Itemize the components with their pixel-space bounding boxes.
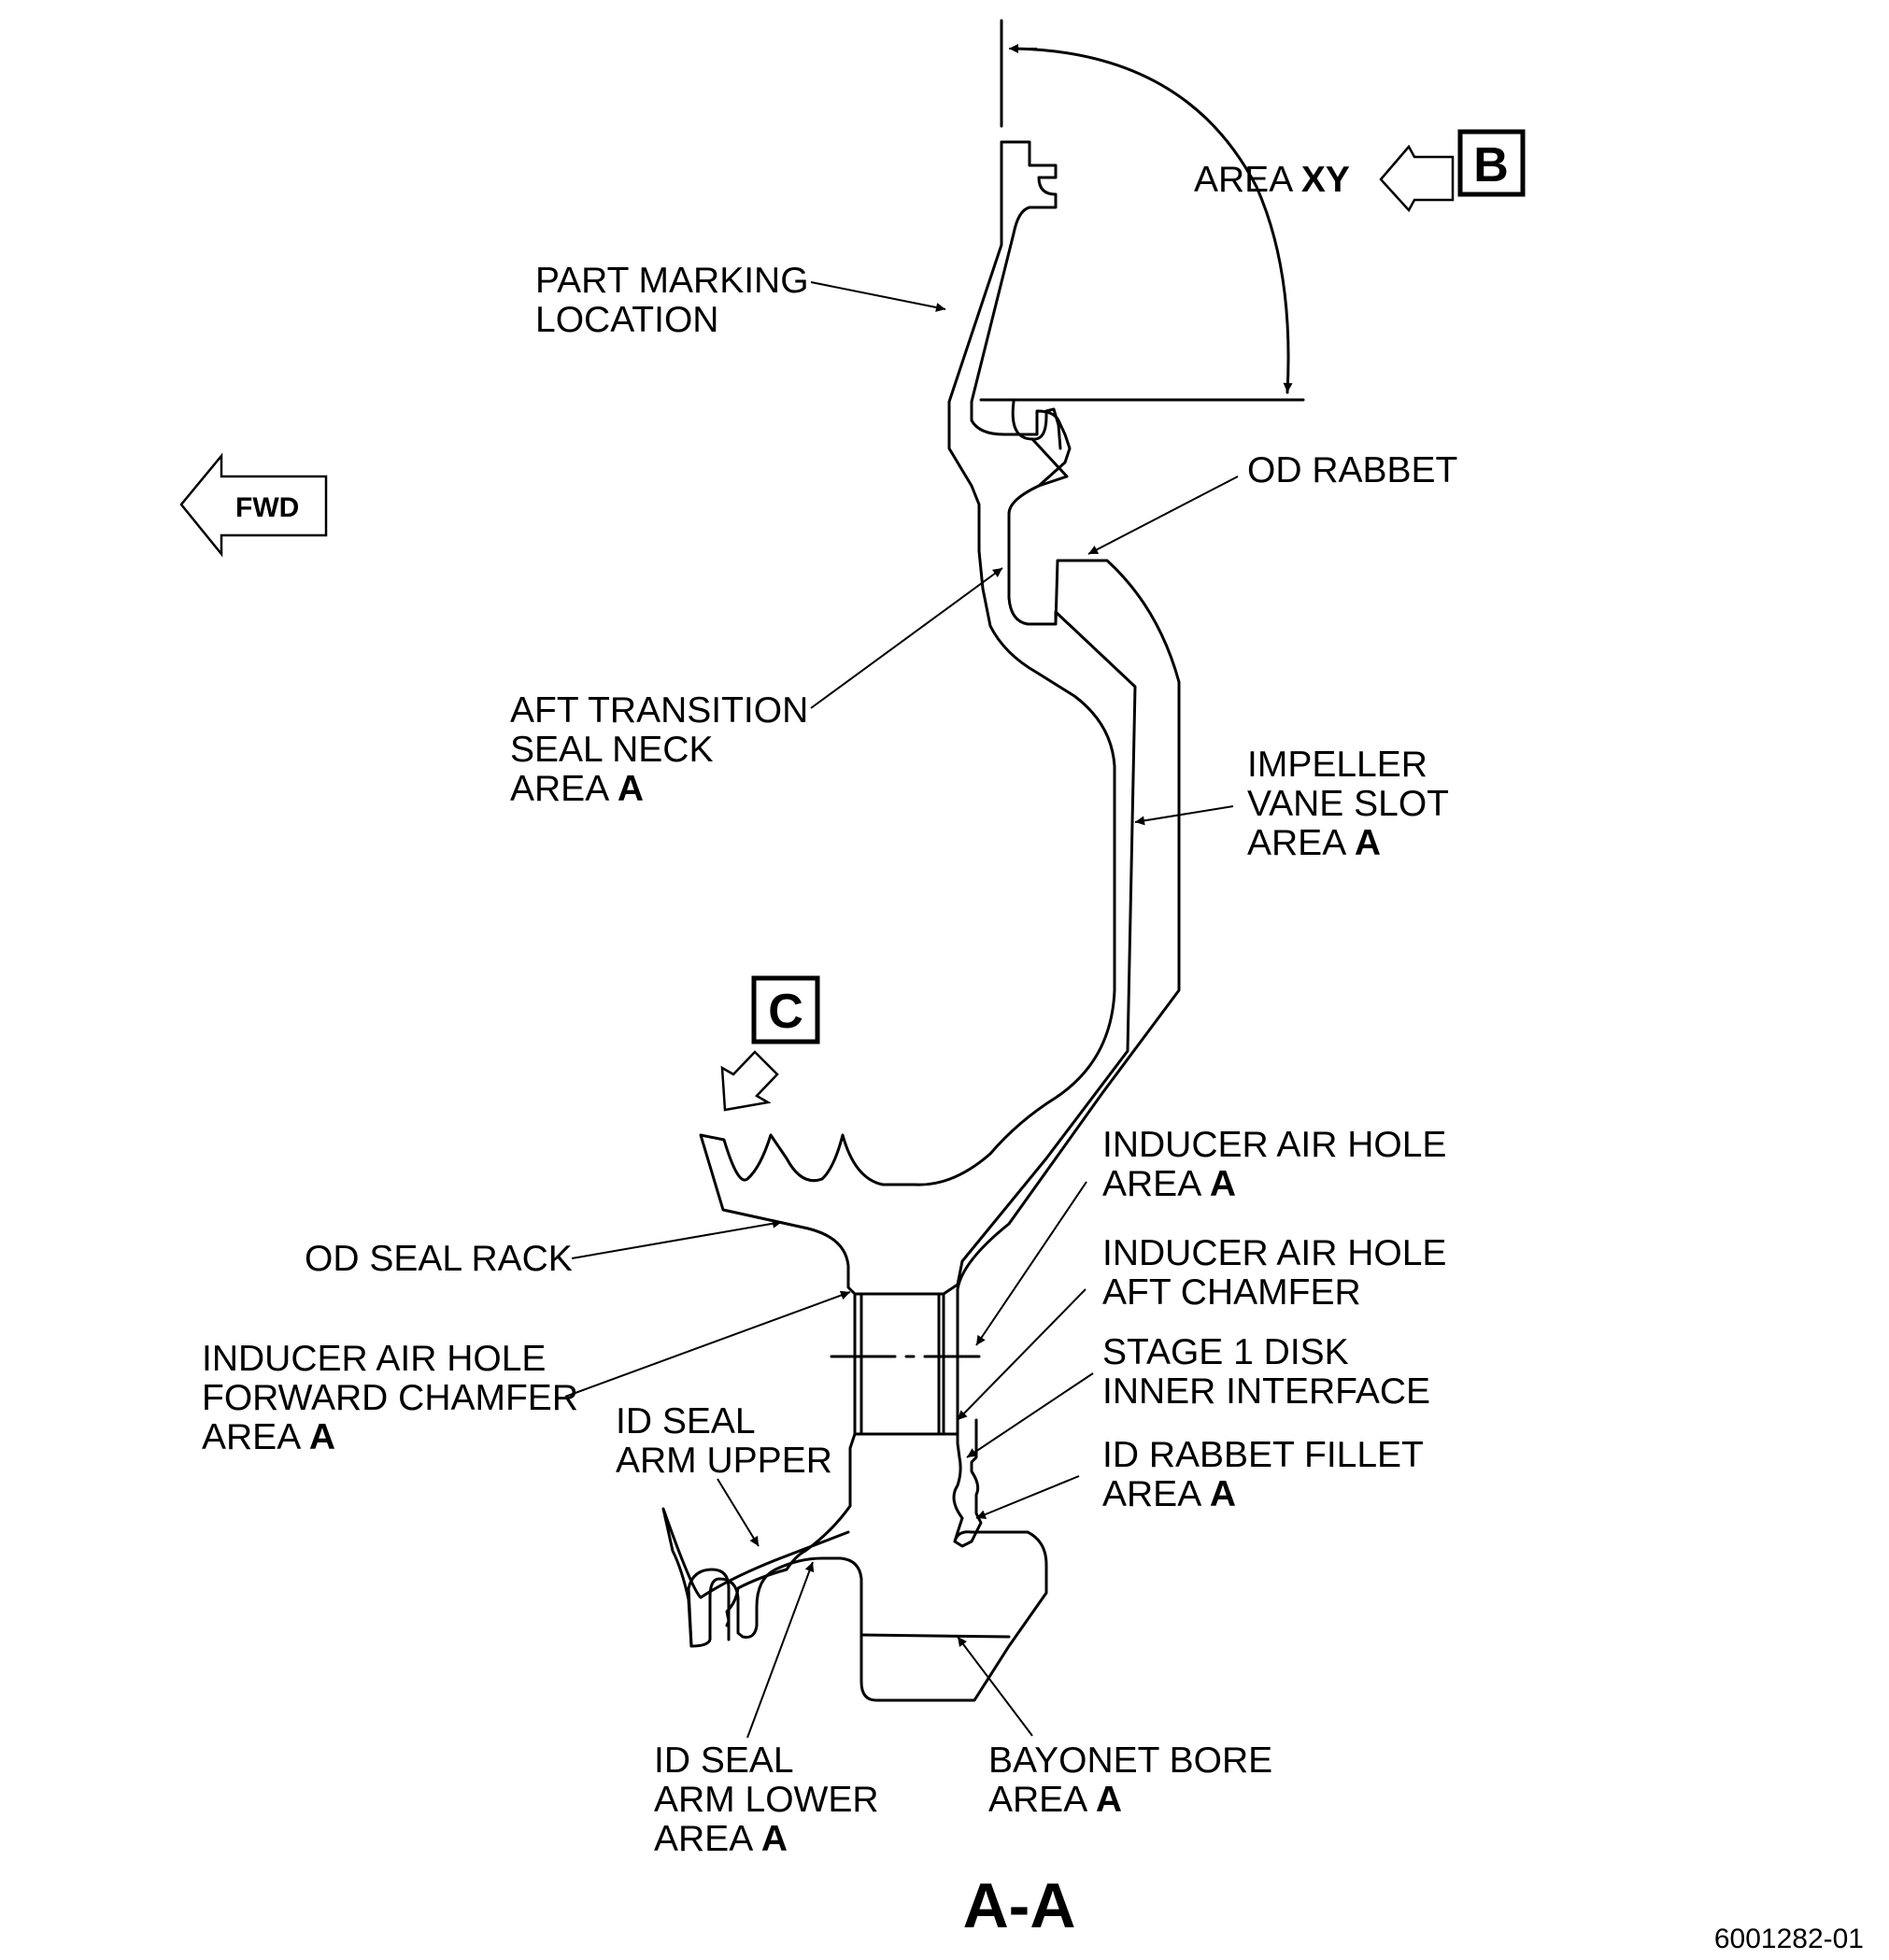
- view-c-indicator: C: [720, 975, 820, 1112]
- label-id-seal-arm-upper: ID SEAL ARM UPPER: [616, 1401, 832, 1481]
- drawing-number: 6001282-01: [1714, 1924, 1864, 1954]
- fwd-label: FWD: [235, 492, 299, 523]
- label-od-rabbet: OD RABBET: [1247, 450, 1457, 490]
- leader-lines: [564, 281, 1239, 1739]
- svg-text:INDUCER AIR HOLE: INDUCER AIR HOLE: [202, 1339, 546, 1379]
- svg-text:SEAL NECK: SEAL NECK: [510, 730, 713, 770]
- svg-text:ID SEAL: ID SEAL: [654, 1740, 794, 1781]
- svg-text:AREA A: AREA A: [510, 769, 644, 809]
- fwd-direction-arrow: FWD: [179, 452, 328, 558]
- label-id-rabbet-fillet: ID RABBET FILLET AREA A: [1102, 1435, 1424, 1514]
- svg-text:OD SEAL RACK: OD SEAL RACK: [305, 1239, 573, 1279]
- svg-text:AREA A: AREA A: [654, 1819, 788, 1859]
- view-c-letter: C: [768, 985, 803, 1039]
- label-part-marking-location: PART MARKING LOCATION: [535, 261, 809, 340]
- svg-text:AREA A: AREA A: [202, 1417, 335, 1457]
- label-aft-transition-seal-neck: AFT TRANSITION SEAL NECK AREA A: [510, 690, 808, 809]
- svg-text:INNER INTERFACE: INNER INTERFACE: [1102, 1371, 1430, 1412]
- svg-text:STAGE 1 DISK: STAGE 1 DISK: [1102, 1332, 1349, 1372]
- svg-text:AREA A: AREA A: [988, 1780, 1122, 1820]
- label-inducer-air-hole: INDUCER AIR HOLE AREA A: [1102, 1125, 1446, 1204]
- svg-text:OD RABBET: OD RABBET: [1247, 450, 1457, 490]
- svg-text:PART MARKING: PART MARKING: [535, 261, 809, 301]
- label-inducer-forward-chamfer: INDUCER AIR HOLE FORWARD CHAMFER AREA A: [202, 1339, 578, 1457]
- label-id-seal-arm-lower: ID SEAL ARM LOWER AREA A: [654, 1740, 879, 1859]
- svg-text:IMPELLER: IMPELLER: [1247, 745, 1427, 785]
- svg-text:AREA A: AREA A: [1102, 1474, 1236, 1514]
- label-inducer-aft-chamfer: INDUCER AIR HOLE AFT CHAMFER: [1102, 1233, 1446, 1313]
- svg-text:AREA A: AREA A: [1247, 823, 1381, 863]
- label-impeller-vane-slot: IMPELLER VANE SLOT AREA A: [1247, 745, 1449, 863]
- view-b-letter: B: [1473, 138, 1509, 192]
- impeller-part-outline: [661, 19, 1305, 1702]
- svg-text:INDUCER AIR HOLE: INDUCER AIR HOLE: [1102, 1233, 1446, 1273]
- svg-text:BAYONET BORE: BAYONET BORE: [988, 1740, 1272, 1781]
- svg-text:ID RABBET FILLET: ID RABBET FILLET: [1102, 1435, 1424, 1475]
- svg-text:AREA A: AREA A: [1102, 1164, 1236, 1204]
- view-b-indicator: B: [1379, 129, 1526, 213]
- section-title: A-A: [963, 1870, 1076, 1941]
- svg-text:AFT TRANSITION: AFT TRANSITION: [510, 690, 808, 731]
- label-od-seal-rack: OD SEAL RACK: [305, 1239, 573, 1279]
- svg-text:AFT CHAMFER: AFT CHAMFER: [1102, 1272, 1361, 1313]
- svg-text:ARM UPPER: ARM UPPER: [616, 1441, 832, 1481]
- label-area-xy: AREA XY: [1194, 160, 1350, 200]
- svg-text:LOCATION: LOCATION: [535, 300, 718, 340]
- svg-text:ARM LOWER: ARM LOWER: [654, 1780, 879, 1820]
- svg-text:FORWARD CHAMFER: FORWARD CHAMFER: [202, 1378, 578, 1418]
- svg-text:ID SEAL: ID SEAL: [616, 1401, 756, 1442]
- label-stage1-disk-inner-interface: STAGE 1 DISK INNER INTERFACE: [1102, 1332, 1430, 1412]
- label-bayonet-bore: BAYONET BORE AREA A: [988, 1740, 1272, 1820]
- svg-text:VANE SLOT: VANE SLOT: [1247, 784, 1449, 824]
- svg-text:INDUCER AIR HOLE: INDUCER AIR HOLE: [1102, 1125, 1446, 1165]
